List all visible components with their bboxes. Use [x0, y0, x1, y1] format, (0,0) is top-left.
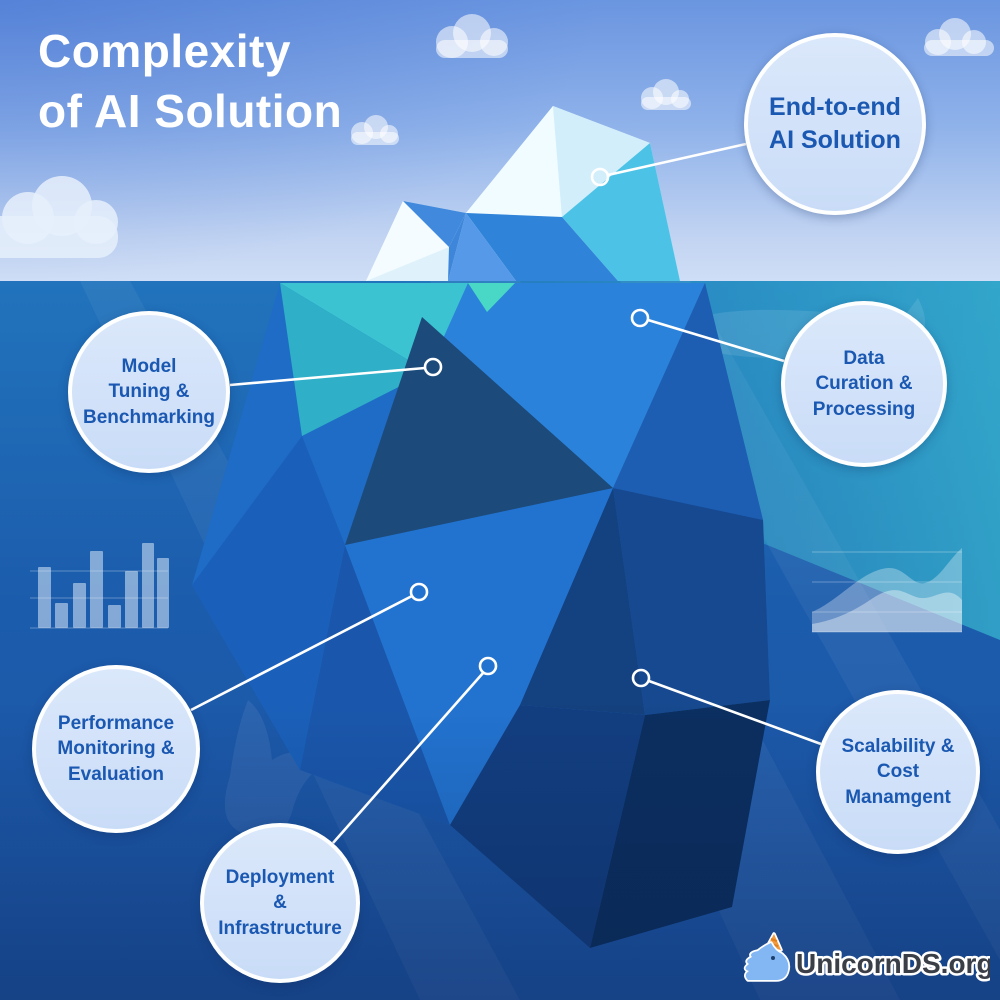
bubble-label-line: Data [843, 347, 885, 369]
iceberg-above-water [366, 106, 680, 281]
bubble-label-line: Infrastructure [218, 917, 342, 939]
anchor-ring [409, 582, 429, 602]
bubble-label-line: Scalability & [841, 735, 955, 757]
bubble-performance-monitoring-evaluation: Performance Monitoring & Evaluation [32, 665, 200, 833]
bubble-label-line: Model [121, 355, 177, 377]
anchor-ring [630, 308, 650, 328]
bubble-label-line: Performance [57, 712, 175, 734]
bubble-end-to-end-ai-solution: End-to-end AI Solution [744, 33, 926, 215]
bubble-label-line: Curation & [815, 373, 913, 395]
bubble-label-line: Evaluation [67, 763, 165, 785]
bubble-deployment-infrastructure: Deployment & Infrastructure [200, 823, 360, 983]
anchor-ring [478, 656, 498, 676]
anchor-ring [631, 668, 651, 688]
cloud-icon [0, 14, 994, 258]
title-line: Complexity [38, 25, 291, 77]
logo-text: UnicornDS.org [796, 948, 990, 979]
bubble-label-line: End-to-end [769, 92, 901, 121]
bubble-model-tuning-benchmarking: Model Tuning & Benchmarking [68, 311, 230, 473]
bubble-scalability-cost-management: Scalability & Cost Manamgent [816, 690, 980, 854]
anchor-ring [590, 167, 610, 187]
area-chart-icon [812, 548, 962, 633]
bar-chart-icon [30, 543, 169, 629]
bubble-label-line: Manamgent [845, 786, 951, 808]
title-line: of AI Solution [38, 84, 343, 137]
bubble-label-line: Benchmarking [83, 406, 215, 428]
bubble-data-curation-processing: Data Curation & Processing [781, 301, 947, 467]
page-title: Complexity of AI Solution [38, 22, 342, 142]
bubble-label-line: AI Solution [769, 126, 901, 154]
unicornds-logo: UnicornDS.org [743, 932, 990, 982]
bubble-label-line: Monitoring & [57, 738, 175, 760]
bubble-label-line: Processing [812, 398, 916, 420]
bubble-label-line: & [273, 892, 287, 914]
connector-lines [190, 142, 822, 844]
bubble-label-line: Deployment [225, 866, 335, 888]
bubble-label-line: Tuning & [108, 381, 190, 403]
unicorn-icon [743, 932, 791, 982]
bubble-label-line: Cost [876, 761, 920, 783]
anchor-ring [423, 357, 443, 377]
